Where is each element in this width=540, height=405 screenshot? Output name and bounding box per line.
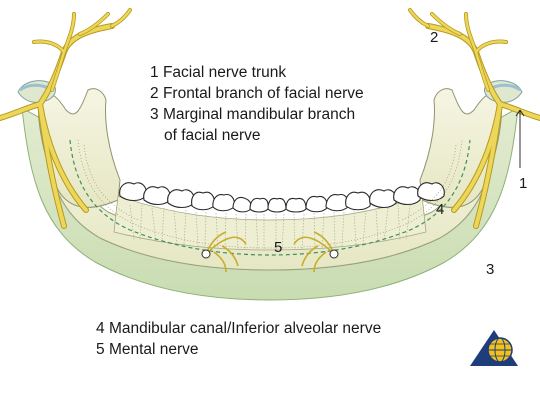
legend-bottom: 4 Mandibular canal/Inferior alveolar ner… bbox=[96, 318, 381, 360]
publisher-logo bbox=[470, 330, 518, 366]
tooth-roots bbox=[129, 204, 411, 251]
legend-item-3-continued: of facial nerve bbox=[164, 127, 261, 144]
mandibular-canal bbox=[69, 139, 471, 256]
left-condyle-cartilage bbox=[19, 83, 49, 92]
legend-top: 1 Facial nerve trunk 2 Frontal branch of… bbox=[150, 62, 364, 146]
legend-item-4: 4 Mandibular canal/Inferior alveolar ner… bbox=[96, 320, 382, 337]
inferior-alveolar-nerve bbox=[77, 139, 463, 249]
facial-nerve-left bbox=[0, 8, 132, 229]
teeth bbox=[119, 182, 445, 213]
right-condyle-cartilage bbox=[491, 83, 521, 92]
legend-item-2: 2 Frontal branch of facial nerve bbox=[150, 85, 364, 102]
callout-4: 4 bbox=[436, 201, 444, 218]
callout-3: 3 bbox=[486, 261, 494, 278]
callout-5: 5 bbox=[274, 239, 282, 256]
legend-item-1: 1 Facial nerve trunk bbox=[150, 64, 287, 81]
alveolar-ridge bbox=[113, 195, 427, 251]
legend-item-5: 5 Mental nerve bbox=[96, 341, 199, 358]
mental-foramen-left bbox=[201, 249, 211, 259]
callout-1: 1 bbox=[519, 175, 527, 192]
mental-foramen-right bbox=[329, 249, 339, 259]
leader-lines bbox=[515, 109, 525, 168]
callout-2: 2 bbox=[430, 29, 438, 46]
legend-item-3: 3 Marginal mandibular branch bbox=[150, 106, 356, 123]
facial-nerve-right bbox=[408, 8, 540, 229]
